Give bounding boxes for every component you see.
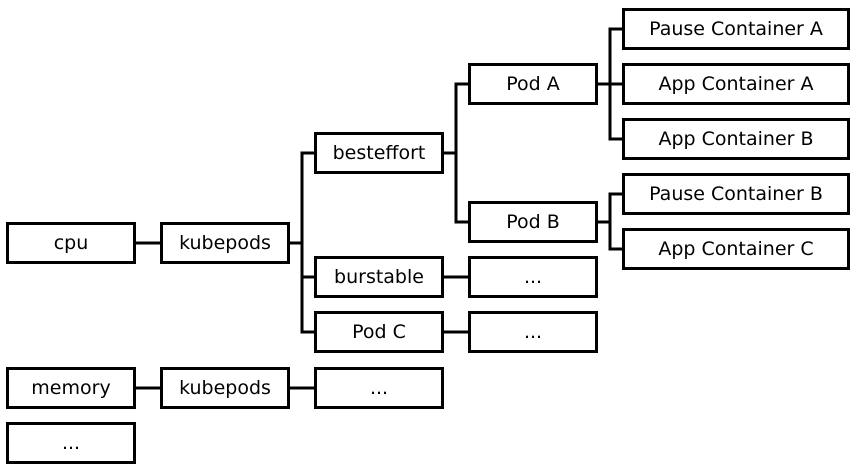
connector-pod_a-to-app_container_b <box>598 82 622 141</box>
connector-cpu_kubepods-to-besteffort <box>290 151 314 245</box>
node-pause-container-b: Pause Container B <box>622 173 850 215</box>
connector-cpu_kubepods-to-pod_c <box>290 241 314 334</box>
connector-pod_b-to-pause_container_b <box>598 192 622 224</box>
node-label: ... <box>369 376 389 399</box>
connector-pod_a-to-pause_container_a <box>598 27 622 86</box>
node-memory-kubepods: kubepods <box>160 367 290 409</box>
node-label: kubepods <box>179 231 271 254</box>
connector-besteffort-to-pod_b <box>444 151 468 224</box>
node-label: ... <box>523 265 543 288</box>
node-pod-c: Pod C <box>314 311 444 353</box>
node-besteffort: besteffort <box>314 132 444 174</box>
node-pod-a: Pod A <box>468 63 598 105</box>
node-root-ellipsis: ... <box>6 422 136 464</box>
node-label: Pause Container A <box>649 17 823 40</box>
node-label: Pod B <box>506 210 560 233</box>
connector-pod_b-to-app_container_c <box>598 220 622 251</box>
node-memory-ellipsis: ... <box>314 367 444 409</box>
node-label: App Container A <box>658 72 814 95</box>
node-label: kubepods <box>179 376 271 399</box>
node-app-container-c: App Container C <box>622 228 850 270</box>
node-app-container-a: App Container A <box>622 63 850 105</box>
node-label: Pod A <box>506 72 560 95</box>
node-label: cpu <box>53 231 89 254</box>
node-label: ... <box>61 431 81 454</box>
node-app-container-b: App Container B <box>622 118 850 160</box>
node-cpu: cpu <box>6 222 136 264</box>
node-memory: memory <box>6 367 136 409</box>
node-burstable-ellipsis: ... <box>468 256 598 298</box>
node-burstable: burstable <box>314 256 444 298</box>
connector-besteffort-to-pod_a <box>444 82 468 155</box>
node-pod-c-ellipsis: ... <box>468 311 598 353</box>
node-label: ... <box>523 320 543 343</box>
node-label: Pause Container B <box>649 182 823 205</box>
node-label: besteffort <box>332 141 426 164</box>
node-pause-container-a: Pause Container A <box>622 8 850 50</box>
node-label: App Container C <box>658 237 814 260</box>
node-label: memory <box>31 376 111 399</box>
node-label: Pod C <box>352 320 406 343</box>
node-label: burstable <box>334 265 424 288</box>
node-pod-b: Pod B <box>468 201 598 243</box>
node-label: App Container B <box>658 127 814 150</box>
node-cpu-kubepods: kubepods <box>160 222 290 264</box>
